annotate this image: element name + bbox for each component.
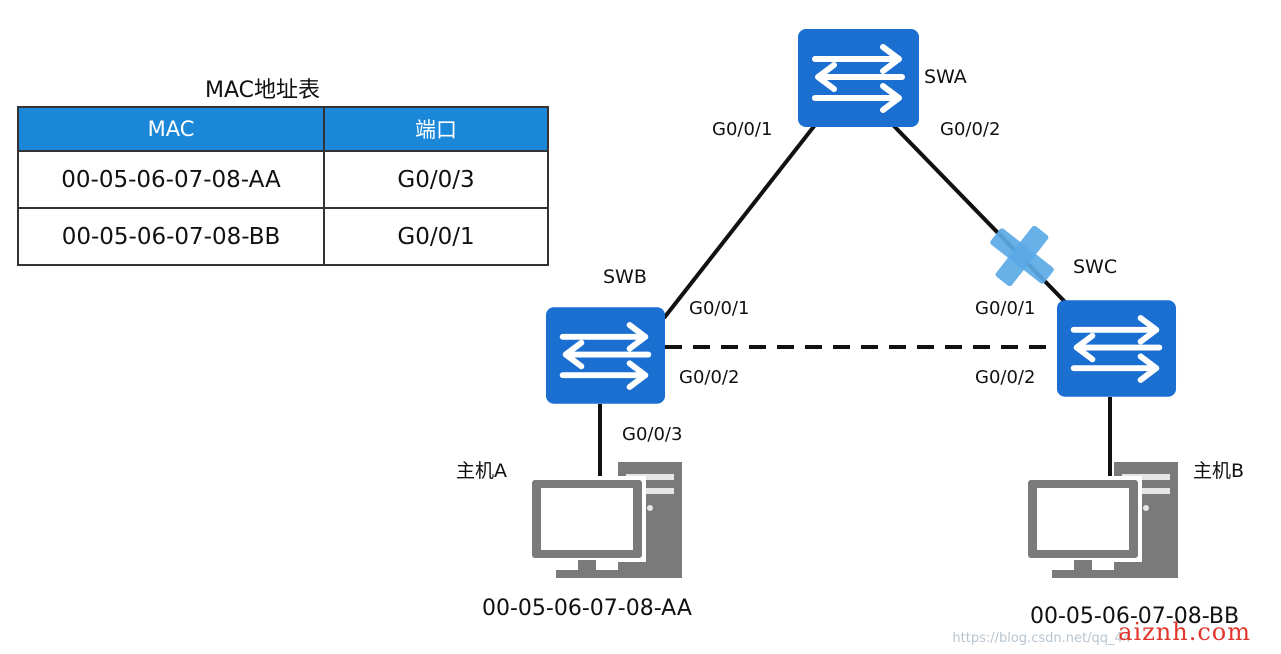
port-label-swa-g0-0-1: G0/0/1 — [712, 119, 773, 140]
port-label-swc-g0-0-2: G0/0/2 — [975, 367, 1036, 388]
host-b-computer-icon — [1024, 462, 1178, 578]
site-watermark: aiznh.com — [1118, 618, 1251, 646]
port-label-swc-g0-0-1: G0/0/1 — [975, 298, 1036, 319]
table-header-row: MAC 端口 — [17, 106, 549, 152]
link-break-icon — [990, 225, 1054, 287]
switch-swc-label: SWC — [1073, 256, 1118, 278]
table-cell-mac: 00-05-06-07-08-BB — [17, 207, 325, 266]
table-cell-port: G0/0/3 — [323, 150, 549, 209]
mac-address-table: MAC 端口 00-05-06-07-08-AA G0/0/3 00-05-06… — [17, 106, 549, 266]
port-label-swb-g0-0-1: G0/0/1 — [689, 298, 750, 319]
host-a-computer-icon — [528, 462, 682, 578]
watermark-url: https://blog.csdn.net/qq_44 — [952, 631, 1131, 646]
table-cell-mac: 00-05-06-07-08-AA — [17, 150, 325, 209]
switch-swb-icon — [545, 307, 666, 404]
table-row: 00-05-06-07-08-BB G0/0/1 — [17, 207, 549, 266]
table-cell-port: G0/0/1 — [323, 207, 549, 266]
port-label-swb-g0-0-3: G0/0/3 — [622, 424, 683, 445]
port-label-swa-g0-0-2: G0/0/2 — [940, 119, 1001, 140]
column-header-port: 端口 — [323, 106, 549, 152]
table-row: 00-05-06-07-08-AA G0/0/3 — [17, 150, 549, 209]
switch-swa-icon — [798, 29, 919, 127]
host-a-mac: 00-05-06-07-08-AA — [482, 596, 692, 621]
host-b-label: 主机B — [1193, 460, 1245, 482]
switch-swc-icon — [1056, 300, 1177, 397]
switch-swb-label: SWB — [603, 266, 647, 288]
column-header-mac: MAC — [17, 106, 325, 152]
host-a-label: 主机A — [456, 460, 507, 482]
port-label-swb-g0-0-2: G0/0/2 — [679, 367, 740, 388]
switch-swa-label: SWA — [924, 66, 967, 88]
host-b-mac: 00-05-06-07-08-BB — [1030, 604, 1240, 629]
mac-table-title: MAC地址表 — [205, 78, 321, 103]
link-swa-swb — [662, 123, 817, 320]
